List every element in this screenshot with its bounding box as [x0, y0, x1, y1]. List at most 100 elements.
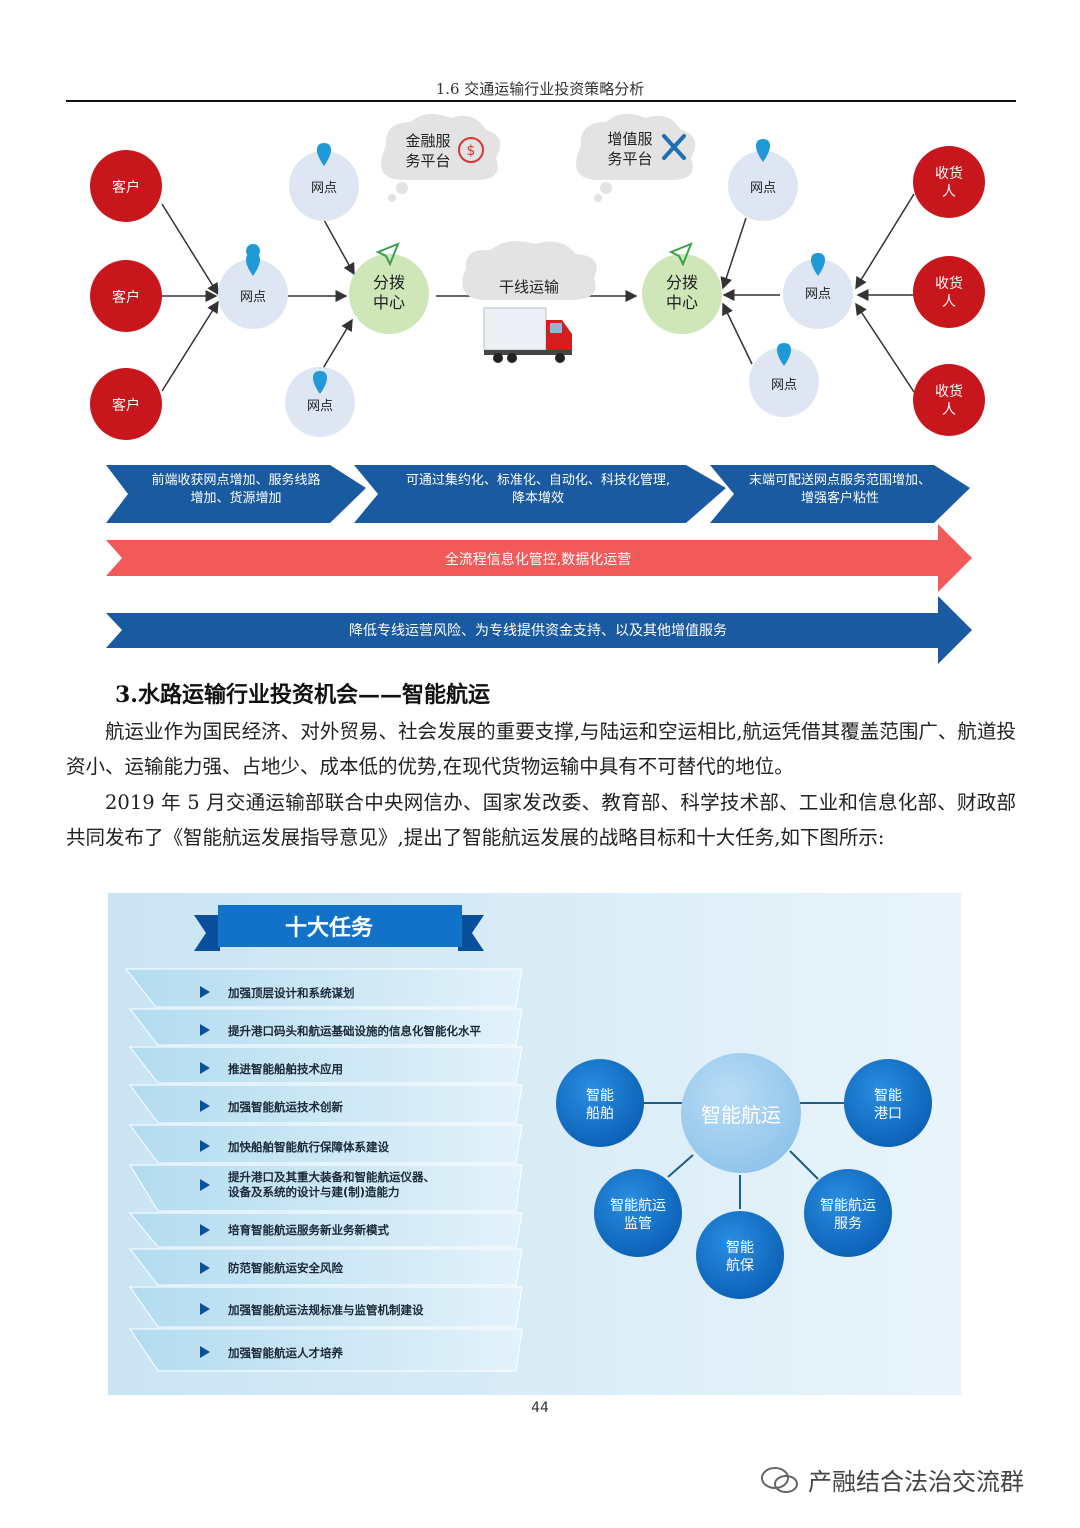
- svg-text:客户: 客户: [112, 397, 140, 414]
- sorting-hub-left: 分拨 中心: [349, 242, 429, 334]
- svg-text:客户: 客户: [112, 289, 140, 306]
- section-title: 3.水路运输行业投资机会——智能航运: [115, 682, 490, 708]
- task-item-7: 培育智能航运服务新业务新模式: [228, 1223, 389, 1237]
- location-pin-icon: [811, 253, 825, 276]
- svg-text:网点: 网点: [771, 378, 797, 393]
- outer-node-1: [556, 1059, 644, 1147]
- outer-node-5: [804, 1169, 892, 1257]
- watermark-text: 产融结合法治交流群: [808, 1468, 1024, 1496]
- outlet-node-bottom-left: 网点: [285, 367, 355, 437]
- task-list: 加强顶层设计和系统谋划提升港口码头和航运基础设施的信息化智能化水平推进智能船舶技…: [227, 986, 481, 1360]
- task-item-4: 加强智能航运技术创新: [227, 1100, 343, 1114]
- stage-arrow-2: 可通过集约化、标准化、自动化、科技化管理, 降本增效: [354, 465, 726, 523]
- svg-text:增加、货源增加: 增加、货源增加: [190, 490, 281, 506]
- outer-node-1-label-2: 船舶: [586, 1106, 614, 1122]
- outer-node-4-label-2: 航保: [726, 1258, 754, 1274]
- svg-text:十大任务: 十大任务: [285, 915, 374, 941]
- task-item-1: 加强顶层设计和系统谋划: [227, 986, 355, 1000]
- ten-tasks-ribbon: 十大任务: [194, 905, 484, 951]
- outer-node-1-label-1: 智能: [586, 1088, 614, 1104]
- outer-node-3-label-1: 智能航运: [610, 1198, 666, 1214]
- stage-arrow-1: 前端收获网点增加、服务线路 增加、货源增加: [106, 465, 366, 523]
- finance-label-1: 金融服: [405, 132, 450, 150]
- tools-icon: [662, 134, 686, 160]
- page-number: 44: [531, 1400, 549, 1416]
- paragraph-1: 航运业作为国民经济、对外贸易、社会发展的重要支撑,与陆运和空运相比,航运凭借其覆…: [66, 720, 1016, 778]
- trunk-label: 干线运输: [499, 278, 559, 296]
- svg-text:中心: 中心: [373, 293, 405, 312]
- svg-text:$: $: [467, 143, 476, 159]
- trunk-transport-cloud: 干线运输: [462, 241, 597, 300]
- watermark: 产融结合法治交流群: [760, 1462, 1024, 1497]
- outer-node-2-label-2: 港口: [874, 1106, 902, 1122]
- outlet-node-top-left: 网点: [289, 143, 359, 221]
- outer-node-2: [844, 1059, 932, 1147]
- svg-text:收货: 收货: [935, 275, 963, 292]
- svg-text:收货: 收货: [935, 165, 963, 182]
- task-item-3: 推进智能船舶技术应用: [228, 1062, 343, 1076]
- svg-text:收货: 收货: [935, 383, 963, 400]
- outer-node-3-label-2: 监管: [624, 1216, 652, 1232]
- outlet-node-right: 网点: [783, 253, 853, 329]
- stage-arrow-3: 末端可配送网点服务范围增加、 增强客户粘性: [710, 465, 970, 523]
- value-label-1: 增值服: [607, 130, 652, 148]
- dollar-icon: [458, 137, 484, 163]
- task-item-9: 加强智能航运法规标准与监管机制建设: [227, 1303, 424, 1317]
- task-item-6-line-1: 提升港口及其重大装备和智能航运仪器、: [228, 1170, 435, 1184]
- value-added-platform-cloud: 增值服 务平台: [576, 113, 696, 202]
- outer-node-4-label-1: 智能: [726, 1240, 754, 1256]
- svg-text:网点: 网点: [750, 181, 776, 196]
- truck-icon: [483, 307, 572, 363]
- svg-text:中心: 中心: [666, 293, 698, 312]
- network-links: [638, 1102, 850, 1209]
- svg-text:网点: 网点: [307, 399, 333, 414]
- svg-text:网点: 网点: [805, 287, 831, 302]
- svg-text:分拨: 分拨: [666, 273, 698, 292]
- svg-text:网点: 网点: [311, 181, 337, 196]
- outer-node-5-label-2: 服务: [834, 1216, 862, 1232]
- svg-text:智能航运: 智能航运: [701, 1103, 781, 1127]
- task-strips: [124, 968, 523, 1372]
- customer-node-3: 客户: [90, 368, 162, 440]
- ten-tasks-diagram: 十大任务 加强顶层设计和系统谋划提升港口码头和航运基础设施的信息化智能化水平推进…: [108, 893, 961, 1395]
- outlet-node-bottom-right: 网点: [749, 343, 819, 417]
- svg-text:客户: 客户: [112, 179, 140, 196]
- task-item-2: 提升港口码头和航运基础设施的信息化智能化水平: [228, 1024, 481, 1038]
- location-pin-icon: [777, 343, 791, 366]
- outer-node-3: [594, 1169, 682, 1257]
- finance-label-2: 务平台: [405, 152, 450, 170]
- wechat-icon: [761, 1466, 798, 1493]
- paper-plane-icon: [375, 242, 400, 267]
- svg-text:降本增效: 降本增效: [512, 491, 564, 506]
- svg-text:降低专线运营风险、为专线提供资金支持、以及其他增值服务: 降低专线运营风险、为专线提供资金支持、以及其他增值服务: [349, 623, 727, 639]
- svg-text:人: 人: [942, 184, 956, 200]
- customer-node-2: 客户: [90, 260, 162, 332]
- svg-text:全流程信息化管控,数据化运营: 全流程信息化管控,数据化运营: [445, 551, 631, 568]
- task-item-6-line-2: 设备及系统的设计与建(制)造能力: [228, 1185, 400, 1199]
- location-pin-icon: [317, 143, 331, 166]
- customer-node-1: 客户: [90, 150, 162, 222]
- svg-text:增强客户粘性: 增强客户粘性: [801, 490, 879, 506]
- svg-text:人: 人: [942, 402, 956, 418]
- outer-node-4: [696, 1211, 784, 1299]
- location-pin-icon: [246, 253, 260, 276]
- header-rule: [66, 100, 1016, 102]
- running-header: 1.6 交通运输行业投资策略分析: [435, 80, 645, 98]
- value-services-arrow: 降低专线运营风险、为专线提供资金支持、以及其他增值服务: [106, 596, 972, 664]
- sorting-hub-right: 分拨 中心: [642, 242, 722, 334]
- finance-platform-cloud: 金融服 务平台 $: [381, 113, 501, 202]
- logistics-flow-diagram: 金融服 务平台 $ 增值服 务平台 干线运输 客户 客户 客户: [90, 113, 985, 664]
- center-node-smart-shipping: 智能航运: [681, 1053, 801, 1173]
- info-management-arrow: 全流程信息化管控,数据化运营: [106, 524, 972, 592]
- outlet-node-top-right: 网点: [728, 139, 798, 221]
- location-pin-icon: [313, 371, 327, 394]
- task-item-10: 加强智能航运人才培养: [227, 1346, 343, 1360]
- task-item-5: 加快船舶智能航行保障体系建设: [227, 1140, 389, 1154]
- paper-plane-icon: [668, 242, 693, 267]
- receiver-node-2: 收货 人: [913, 256, 985, 328]
- location-pin-icon: [756, 139, 770, 162]
- svg-text:前端收获网点增加、服务线路: 前端收获网点增加、服务线路: [151, 472, 320, 488]
- svg-text:可通过集约化、标准化、自动化、科技化管理,: 可通过集约化、标准化、自动化、科技化管理,: [406, 472, 670, 488]
- svg-text:网点: 网点: [240, 290, 266, 305]
